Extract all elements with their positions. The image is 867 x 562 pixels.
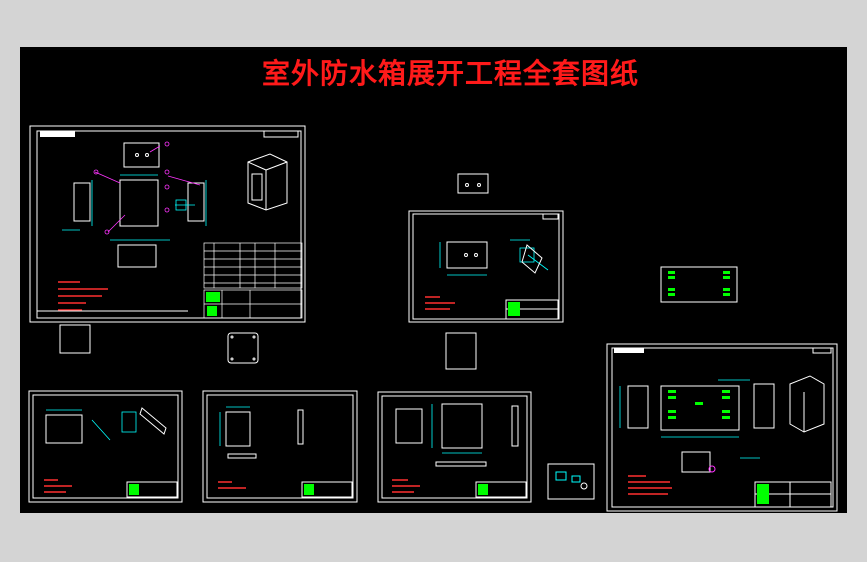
sheet-door-panel xyxy=(606,343,838,512)
drawing-set-title: 室外防水箱展开工程全套图纸 xyxy=(262,57,640,90)
green-part-marks xyxy=(668,271,730,296)
sheet-assembly xyxy=(29,125,306,323)
sheet-bottom-2 xyxy=(202,390,358,503)
sheet-small-detail xyxy=(547,463,595,500)
sheet-side-panel xyxy=(408,210,564,323)
loose-parts xyxy=(59,173,738,370)
cad-drawing-canvas[interactable] xyxy=(20,47,847,513)
sheet-bottom-1 xyxy=(28,390,183,503)
sheet-bottom-3 xyxy=(377,391,532,503)
green-door-marks xyxy=(668,390,730,419)
